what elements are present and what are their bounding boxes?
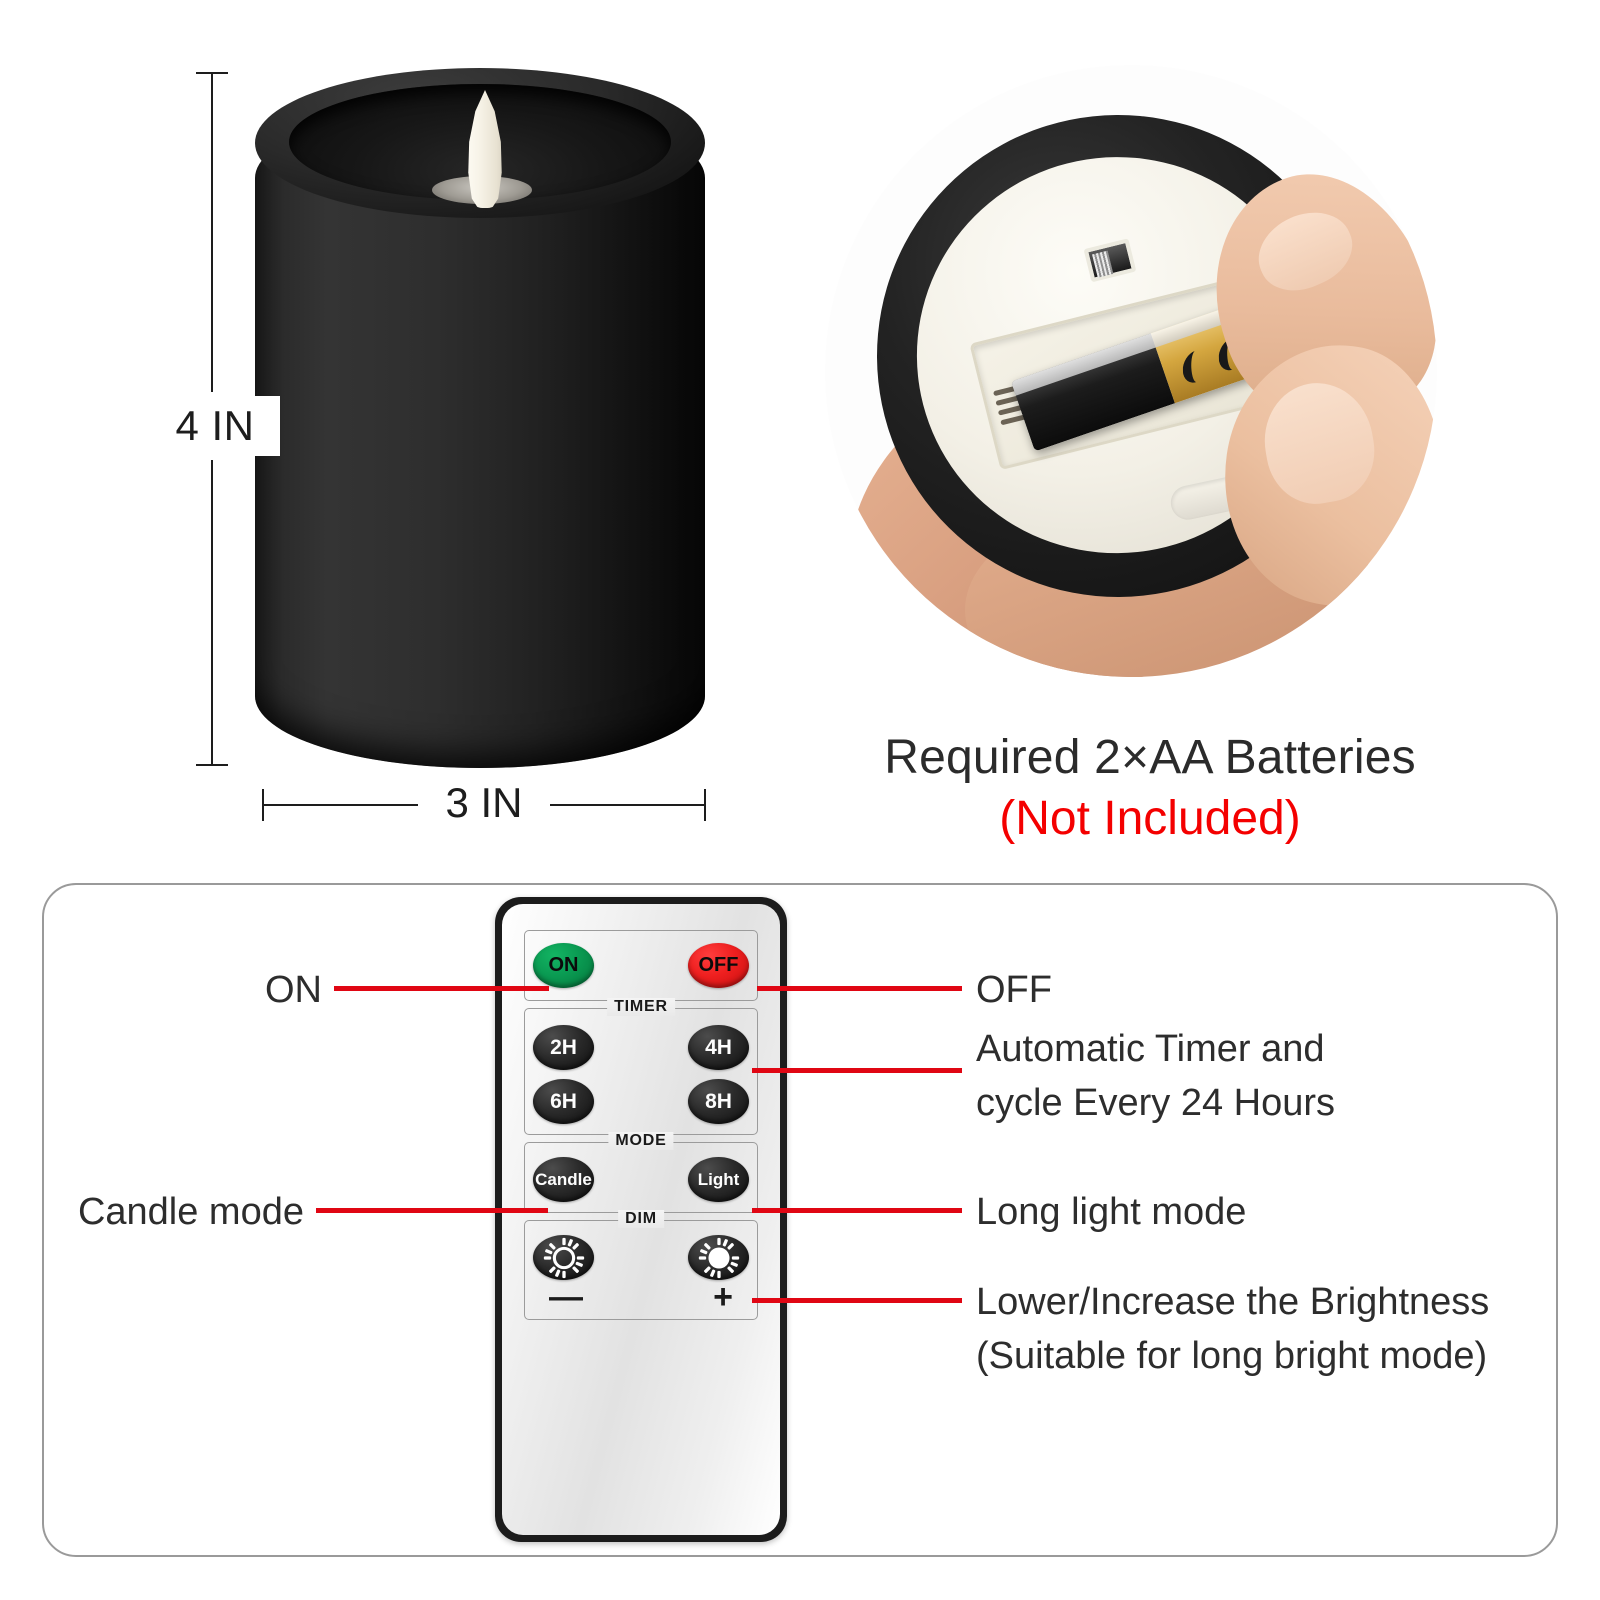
callout-candle-mode: Candle mode xyxy=(77,1191,304,1233)
timer-2h-button[interactable]: 2H xyxy=(533,1025,594,1070)
battery-section: Required 2×AA Batteries (Not Included) xyxy=(800,40,1580,845)
timer-button-group: TIMER 2H 4H 6H 8H xyxy=(524,998,758,1135)
height-tick-top xyxy=(196,72,228,74)
timer-4h-button[interactable]: 4H xyxy=(688,1025,749,1070)
callout-brightness: Lower/Increase the Brightness (Suitable … xyxy=(976,1276,1489,1384)
lead-line-light-mode xyxy=(752,1208,962,1213)
callout-off: OFF xyxy=(976,964,1052,1018)
lead-line-timer xyxy=(752,1068,962,1073)
candle-mode-button[interactable]: Candle xyxy=(533,1157,594,1202)
battery-not-included-text: (Not Included) xyxy=(999,792,1301,845)
callout-light-mode-line1: Long light mode xyxy=(976,1191,1247,1233)
lead-line-candle xyxy=(316,1208,548,1213)
callout-light-mode: Long light mode xyxy=(976,1186,1246,1240)
dim-down-button[interactable] xyxy=(533,1235,594,1280)
callout-timer-line2: cycle Every 24 Hours xyxy=(976,1081,1336,1124)
lead-line-off xyxy=(757,986,962,991)
width-tick-left xyxy=(262,789,264,821)
remote-control[interactable]: ON OFF TIMER 2H 4H 6H 8H MODE Candle Lig… xyxy=(495,897,787,1542)
power-button-group: ON OFF xyxy=(524,930,758,1001)
width-dimension-label: 3 IN xyxy=(418,779,550,827)
width-tick-right xyxy=(704,789,706,821)
battery-compartment-photo xyxy=(825,65,1437,677)
candle-dimension-section: 4 IN 3 IN xyxy=(0,0,760,860)
callout-timer: Automatic Timer and cycle Every 24 Hours xyxy=(976,1023,1335,1131)
timer-group-title: TIMER xyxy=(607,998,675,1016)
remote-faceplate: ON OFF TIMER 2H 4H 6H 8H MODE Candle Lig… xyxy=(502,904,780,1535)
mode-group-title: MODE xyxy=(608,1132,674,1150)
callout-brightness-line1: Lower/Increase the Brightness xyxy=(976,1281,1490,1323)
height-tick-bottom xyxy=(196,764,228,766)
lead-line-brightness xyxy=(752,1298,962,1303)
battery-caption: Required 2×AA Batteries (Not Included) xyxy=(800,730,1500,846)
dim-minus-sign: — xyxy=(549,1278,583,1316)
dim-group-title: DIM xyxy=(618,1210,664,1228)
light-mode-button[interactable]: Light xyxy=(688,1157,749,1202)
remote-control-panel: ON OFF TIMER 2H 4H 6H 8H MODE Candle Lig… xyxy=(42,883,1558,1557)
height-dimension-label: 4 IN xyxy=(150,396,280,456)
dim-plus-sign: + xyxy=(713,1278,733,1316)
callout-on: ON xyxy=(265,969,322,1011)
dim-up-button[interactable] xyxy=(688,1235,749,1280)
callout-timer-line1: Automatic Timer and xyxy=(976,1028,1325,1070)
dim-button-group: DIM xyxy=(524,1210,758,1321)
candle-product-photo xyxy=(255,68,705,768)
timer-8h-button[interactable]: 8H xyxy=(688,1079,749,1124)
off-button[interactable]: OFF xyxy=(688,943,749,988)
on-button[interactable]: ON xyxy=(533,943,594,988)
sun-bright-icon xyxy=(698,1237,739,1278)
lead-line-on xyxy=(334,986,549,991)
timer-6h-button[interactable]: 6H xyxy=(533,1079,594,1124)
power-switch xyxy=(1083,238,1137,283)
mode-button-group: MODE Candle Light xyxy=(524,1132,758,1213)
battery-requirement-text: Required 2×AA Batteries xyxy=(884,731,1416,784)
callout-brightness-line2: (Suitable for long bright mode) xyxy=(976,1334,1488,1377)
callout-off-line1: OFF xyxy=(976,969,1052,1011)
sun-dim-icon xyxy=(543,1237,584,1278)
